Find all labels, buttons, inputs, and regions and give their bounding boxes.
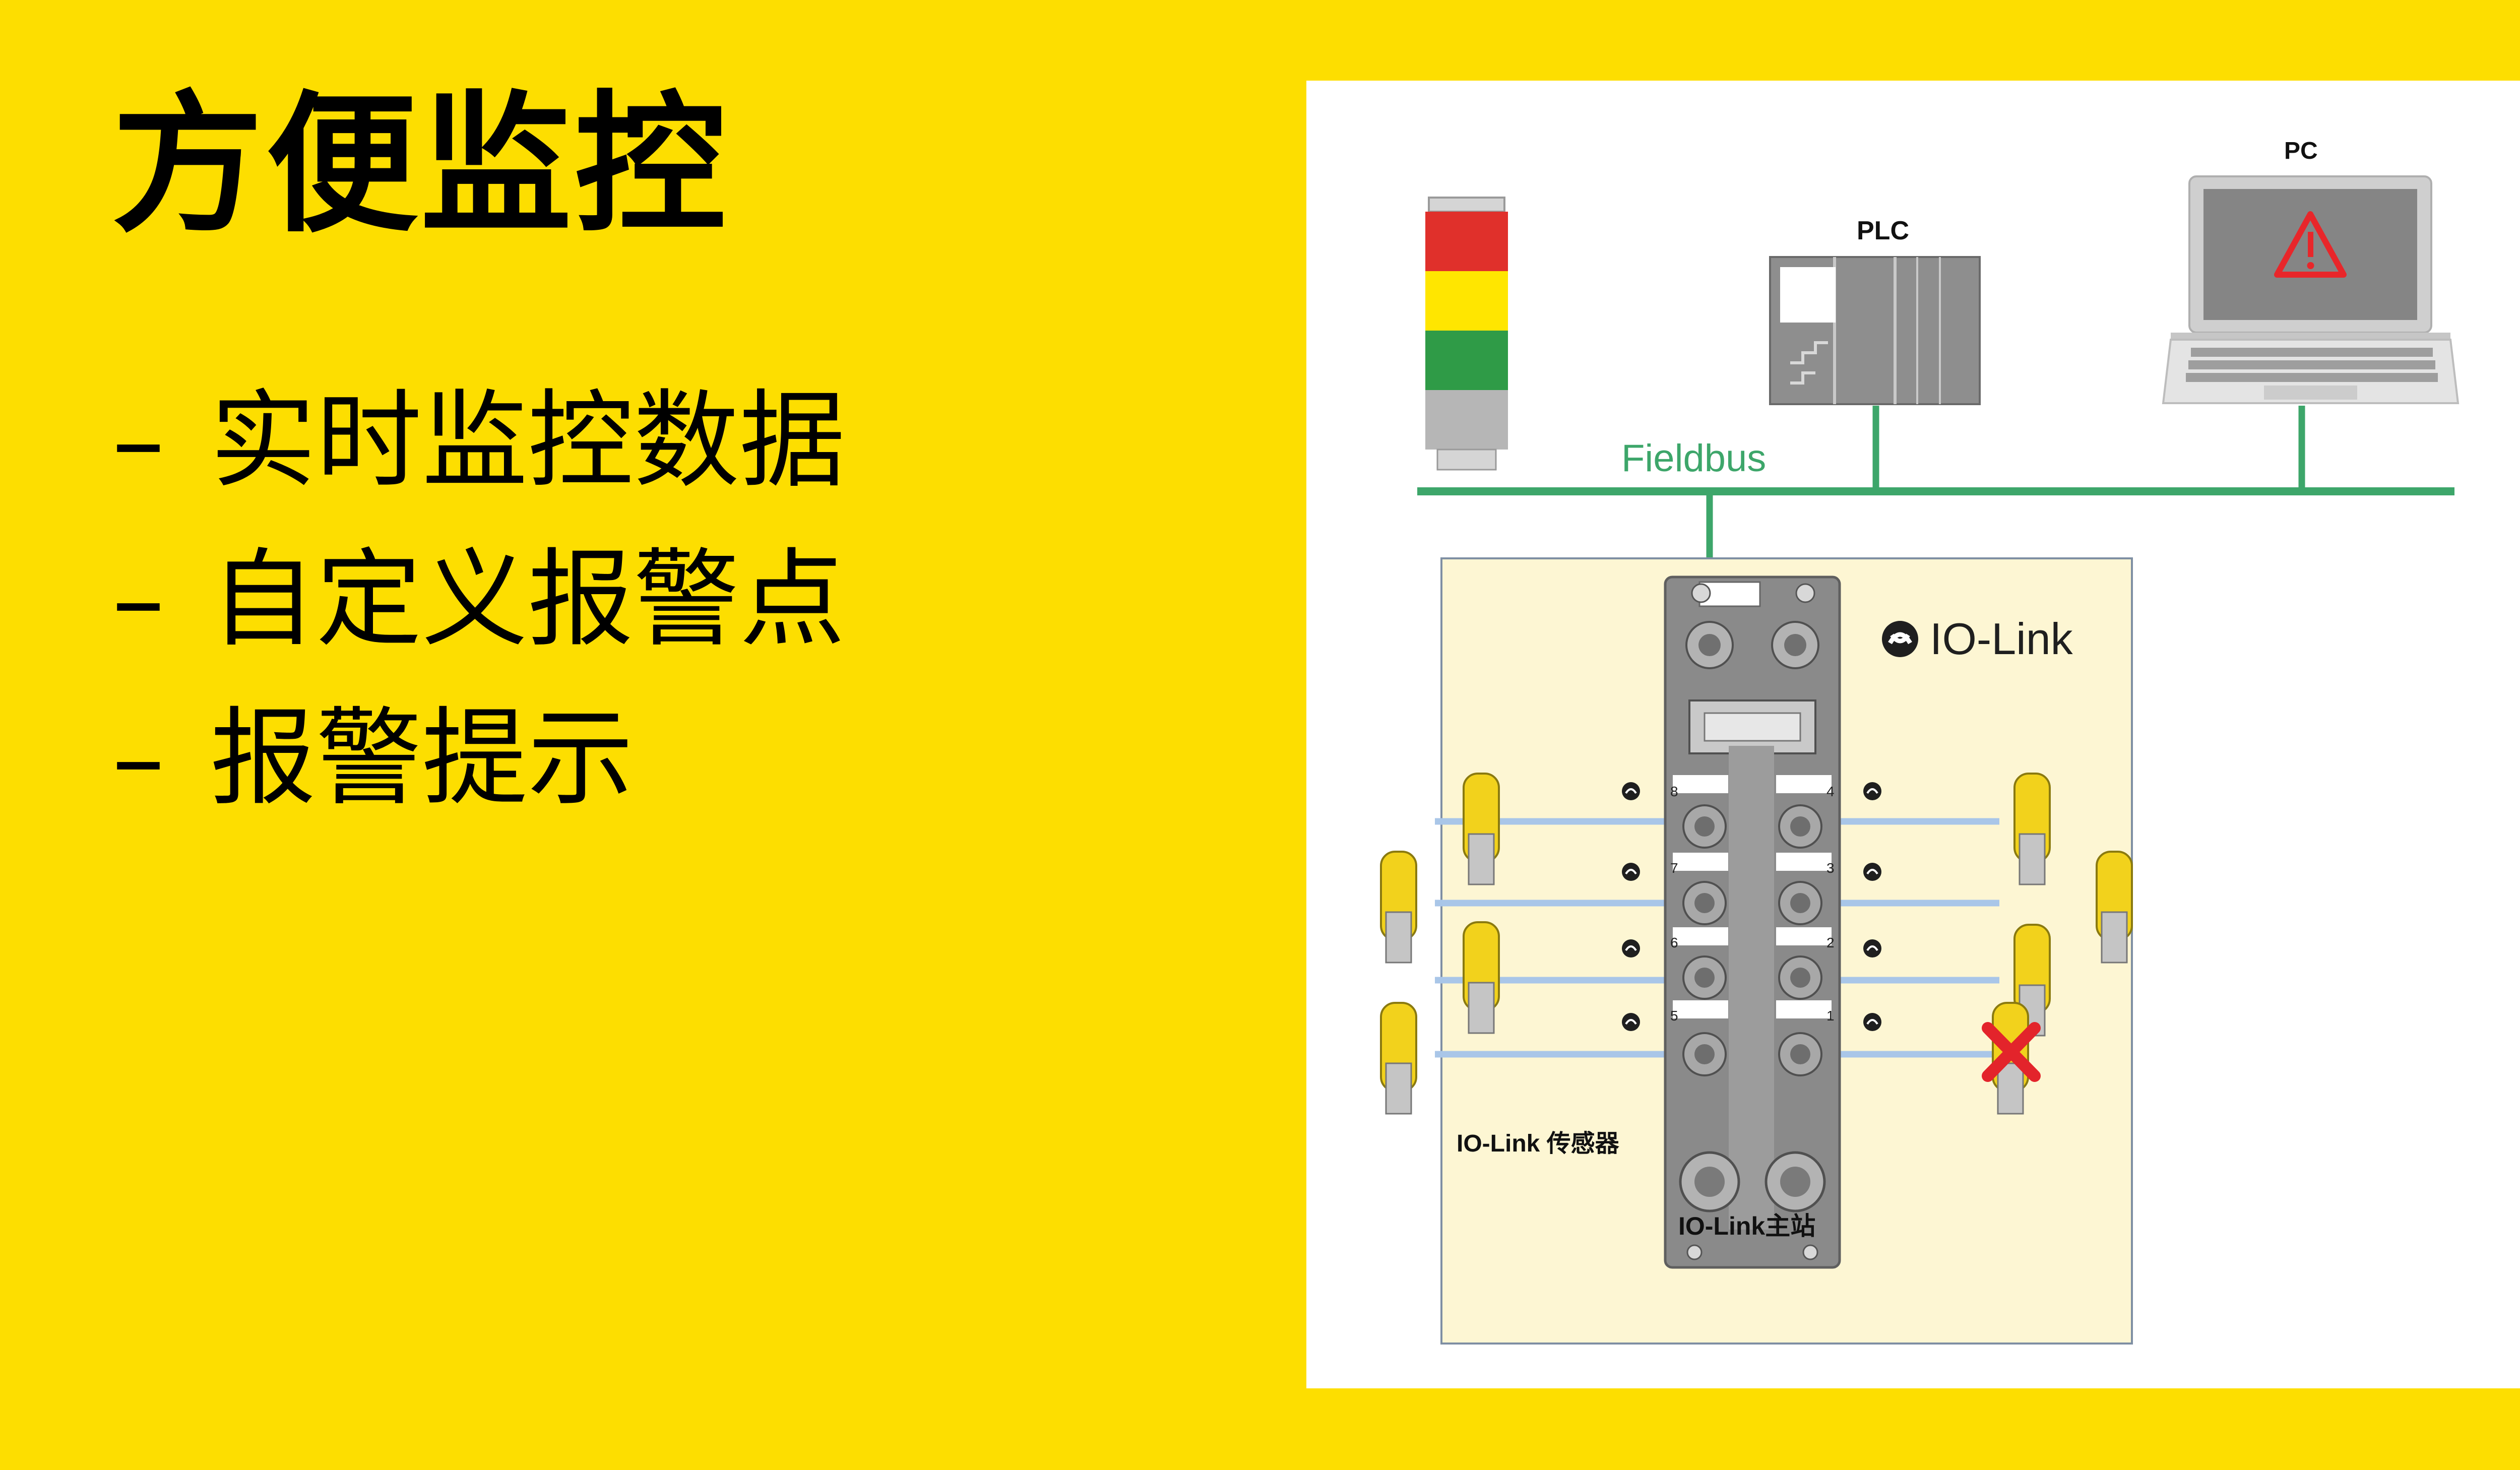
port-number: 4 <box>1826 784 1835 799</box>
master-port <box>1776 853 1832 925</box>
diagram-panel: Fieldbus PLC PC <box>1306 81 2520 1388</box>
master-port <box>1776 927 1832 1000</box>
iolink-network-diagram: Fieldbus PLC PC <box>1380 138 2460 1345</box>
error-x-icon <box>1982 1022 2041 1082</box>
iolink-port-symbols <box>1622 782 1881 1031</box>
slide-title: 方便监控 <box>112 77 729 253</box>
iolink-sensor-icon <box>1463 921 1500 1034</box>
bullet-text: 报警提示 <box>210 696 634 820</box>
bullet-item: –实时监控数据 <box>112 388 845 494</box>
port-number: 3 <box>1826 860 1835 876</box>
port-number: 5 <box>1670 1008 1678 1024</box>
iolink-cables <box>1435 818 1999 1058</box>
iolink-sensor-icon <box>2013 773 2051 885</box>
master-port <box>1776 1000 1832 1076</box>
iolink-sensor-icon <box>1463 773 1500 885</box>
iolink-master-module <box>1664 576 1841 1269</box>
signal-tower-icon <box>1425 197 1508 471</box>
plc-label: PLC <box>1857 216 1909 245</box>
laptop-icon <box>2162 175 2460 404</box>
fieldbus-network <box>1417 406 2454 577</box>
iolink-sensor-icon <box>1380 1002 1417 1115</box>
port-number: 8 <box>1670 784 1678 799</box>
warning-icon <box>2274 211 2347 278</box>
master-label: IO-Link主站 <box>1678 1212 1815 1240</box>
plc-icon <box>1769 256 1981 405</box>
fieldbus-label: Fieldbus <box>1621 437 1766 480</box>
bullet-dash: – <box>112 538 165 661</box>
master-port <box>1776 775 1832 849</box>
master-port <box>1673 1000 1728 1076</box>
master-port <box>1673 775 1728 849</box>
bullet-item: –自定义报警点 <box>112 547 845 653</box>
master-ports <box>1673 775 1832 1260</box>
iolink-logo <box>1882 621 1918 657</box>
bullet-dash: – <box>112 379 165 502</box>
port-number: 6 <box>1670 935 1678 950</box>
iolink-sensor-icon <box>2096 851 2133 964</box>
port-number: 1 <box>1826 1008 1835 1024</box>
bullet-text: 自定义报警点 <box>210 538 846 661</box>
bullet-item: –报警提示 <box>112 706 634 811</box>
iolink-sensor-icon <box>1380 851 1417 964</box>
bullet-text: 实时监控数据 <box>210 379 846 502</box>
port-number: 7 <box>1670 860 1678 876</box>
sensors-label: IO-Link 传感器 <box>1457 1130 1620 1157</box>
pc-label: PC <box>2284 138 2318 164</box>
master-port <box>1673 927 1728 1000</box>
bullet-dash: – <box>112 696 165 820</box>
iolink-sensor-icon <box>2013 924 2051 1037</box>
master-port <box>1673 853 1728 925</box>
port-number: 2 <box>1826 935 1835 950</box>
iolink-logo-text: IO-Link <box>1930 614 2073 664</box>
